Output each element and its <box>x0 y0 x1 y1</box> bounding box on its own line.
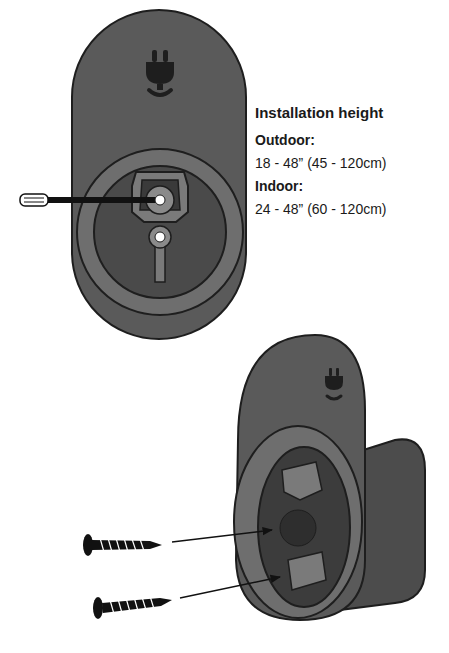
height-range: 24 - 48” (60 - 120cm) <box>255 200 387 218</box>
label-heading: Indoor: <box>255 177 303 195</box>
label-heading: Outdoor: <box>255 131 315 149</box>
section-heading: Installation height <box>255 104 383 122</box>
screw <box>93 577 280 619</box>
holster-front-view <box>20 10 246 339</box>
holster-perspective-view <box>83 335 425 620</box>
height-range: 18 - 48” (45 - 120cm) <box>255 154 387 172</box>
screw <box>83 530 272 556</box>
